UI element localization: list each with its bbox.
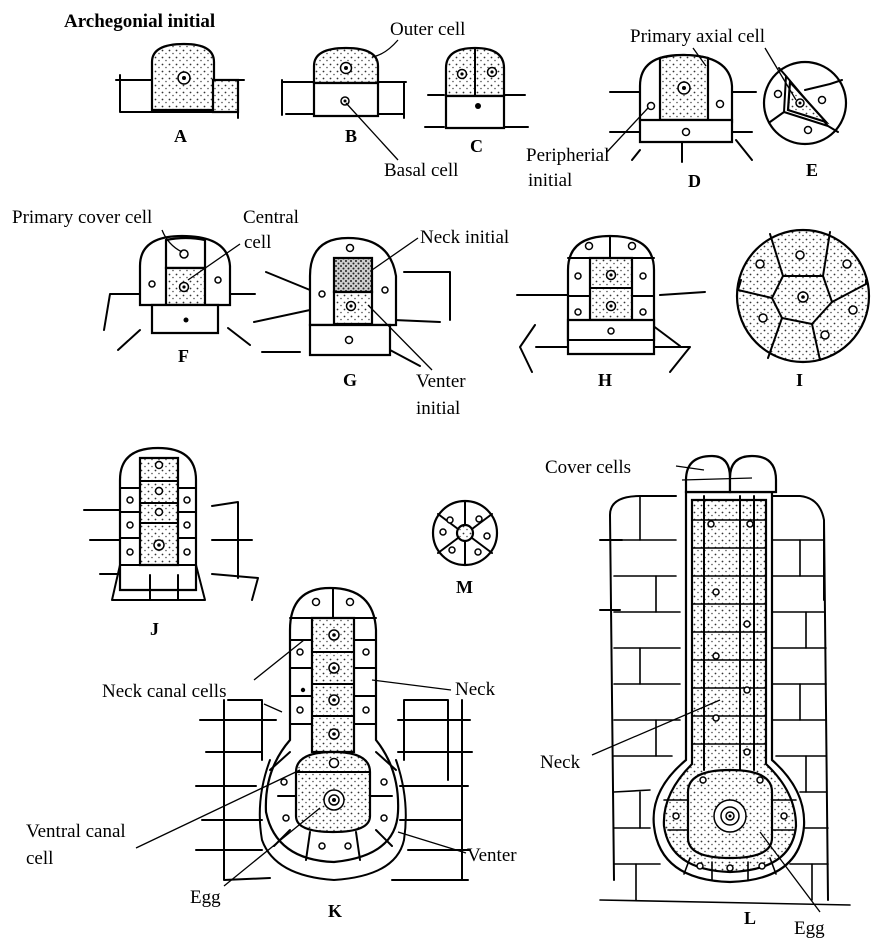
- figure-a: A: [116, 44, 244, 146]
- figure-f: F: [104, 236, 255, 366]
- figure-letter-f: F: [178, 346, 189, 366]
- figure-letter-l: L: [744, 908, 756, 928]
- figure-letter-a: A: [174, 126, 187, 146]
- figure-letter-g: G: [343, 370, 357, 390]
- label-neck-l: Neck: [540, 752, 581, 773]
- figure-i: I: [737, 230, 869, 390]
- label-peripherial-2: initial: [528, 170, 572, 191]
- figure-m: M: [433, 501, 497, 597]
- label-primary-axial-cell: Primary axial cell: [630, 26, 765, 47]
- figure-j: J: [84, 448, 258, 639]
- label-central-cell-1: Central: [243, 207, 299, 228]
- label-outer-cell: Outer cell: [390, 19, 465, 40]
- figure-letter-j: J: [150, 619, 159, 639]
- label-primary-cover-cell: Primary cover cell: [12, 207, 152, 228]
- label-basal-cell: Basal cell: [384, 160, 458, 181]
- label-egg-l: Egg: [794, 918, 825, 939]
- label-cover-cells: Cover cells: [545, 457, 631, 478]
- label-egg-k: Egg: [190, 887, 221, 908]
- label-neck-initial: Neck initial: [420, 227, 509, 248]
- figure-k: K: [196, 588, 472, 921]
- label-neck-canal-cells: Neck canal cells: [102, 681, 226, 702]
- figure-l: L: [600, 456, 850, 928]
- title: Archegonial initial: [64, 11, 215, 32]
- figure-letter-m: M: [456, 577, 473, 597]
- label-venter: Venter: [467, 845, 517, 866]
- figure-letter-d: D: [688, 171, 701, 191]
- figure-d: D: [610, 55, 756, 191]
- label-venter-initial-1: Venter: [416, 371, 466, 392]
- figure-c: C: [425, 48, 528, 156]
- label-ventral-canal-2: cell: [26, 848, 53, 869]
- figure-letter-i: I: [796, 370, 803, 390]
- figure-b: B: [282, 48, 406, 146]
- figure-g: G: [254, 238, 450, 390]
- label-venter-initial-2: initial: [416, 398, 460, 419]
- figure-letter-c: C: [470, 136, 483, 156]
- figure-letter-b: B: [345, 126, 357, 146]
- label-central-cell-2: cell: [244, 232, 271, 253]
- figure-letter-e: E: [806, 160, 818, 180]
- figure-h: H: [517, 236, 705, 390]
- figure-letter-h: H: [598, 370, 612, 390]
- figure-e: E: [764, 62, 846, 180]
- label-peripherial-1: Peripherial: [526, 145, 609, 166]
- label-ventral-canal-1: Ventral canal: [26, 821, 126, 842]
- figure-letter-k: K: [328, 901, 342, 921]
- label-neck-k: Neck: [455, 679, 496, 700]
